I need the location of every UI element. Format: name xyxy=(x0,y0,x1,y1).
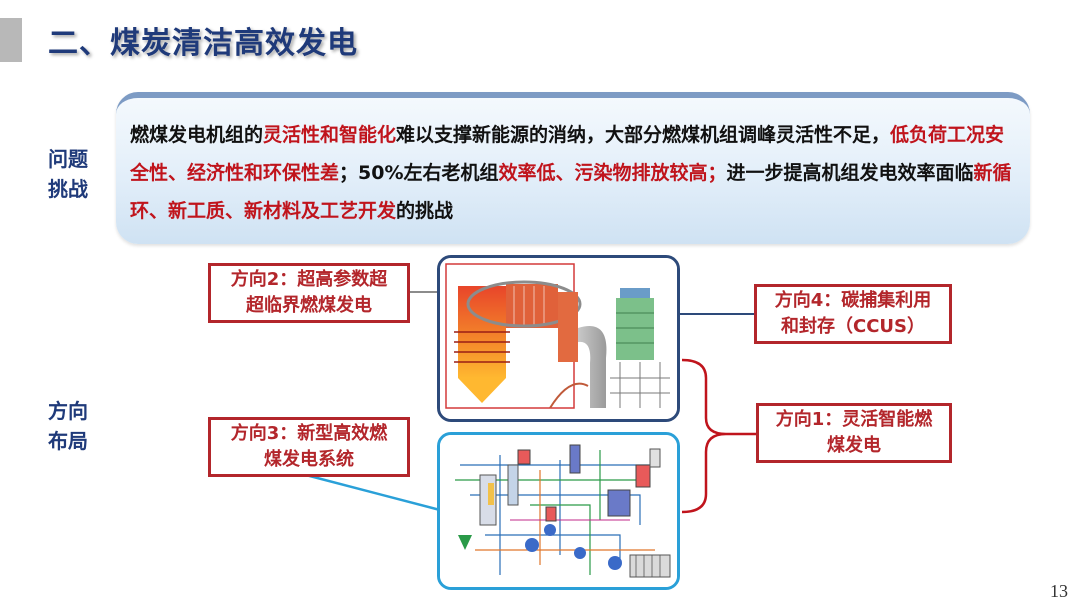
problem-box: 燃煤发电机组的灵活性和智能化难以支撑新能源的消纳，大部分燃煤机组调峰灵活性不足，… xyxy=(116,92,1030,244)
title-accent-bar xyxy=(0,18,22,62)
connector-d3 xyxy=(301,472,441,512)
problem-seg-8: 的挑战 xyxy=(396,200,454,222)
problem-seg-5: 效率低、污染物排放较高； xyxy=(498,162,727,184)
page-number: 13 xyxy=(1050,581,1068,601)
direction-3-line1: 方向3：新型高效燃 xyxy=(230,423,388,444)
direction-2-box: 方向2：超高参数超 超临界燃煤发电 xyxy=(208,263,410,323)
direction-3-box: 方向3：新型高效燃 煤发电系统 xyxy=(208,417,410,477)
problem-seg-6: 进一步提高机组发电效率面临 xyxy=(726,162,974,184)
direction-2-line1: 方向2：超高参数超 xyxy=(230,269,388,290)
problem-seg-3: 低负荷工况安全性、经济性和环保性差 xyxy=(130,124,1005,184)
boiler-diagram xyxy=(440,258,677,419)
boiler-diagram-frame xyxy=(437,255,680,422)
system-diagram-frame xyxy=(437,432,680,590)
direction-4-line1: 方向4：碳捕集利用 xyxy=(774,290,932,311)
connector-d1-bracket xyxy=(681,358,756,514)
problem-label-line2: 挑战 xyxy=(48,177,88,201)
direction-4-line2: 和封存（CCUS） xyxy=(781,316,925,337)
problem-seg-1: 灵活性和智能化 xyxy=(263,124,397,146)
system-diagram xyxy=(440,435,677,587)
problem-seg-4: ；50%左右老机组 xyxy=(339,162,499,184)
direction-1-line2: 煤发电 xyxy=(827,435,881,456)
layout-label: 方向 布局 xyxy=(48,396,108,456)
problem-seg-0: 燃煤发电机组的 xyxy=(130,124,264,146)
page-title: 二、煤炭清洁高效发电 xyxy=(48,26,358,61)
problem-text: 燃煤发电机组的灵活性和智能化难以支撑新能源的消纳，大部分燃煤机组调峰灵活性不足，… xyxy=(130,116,1020,230)
direction-2-line2: 超临界燃煤发电 xyxy=(246,295,372,316)
layout-label-line1: 方向 xyxy=(48,399,88,423)
direction-1-box: 方向1：灵活智能燃 煤发电 xyxy=(756,403,952,463)
direction-1-line1: 方向1：灵活智能燃 xyxy=(775,409,933,430)
problem-label: 问题 挑战 xyxy=(48,144,108,204)
layout-label-line2: 布局 xyxy=(48,429,88,453)
problem-seg-7: 新循环、新工质、新材料及工艺开发 xyxy=(130,162,1012,222)
problem-label-line1: 问题 xyxy=(48,147,88,171)
direction-3-line2: 煤发电系统 xyxy=(264,449,354,470)
direction-4-box: 方向4：碳捕集利用 和封存（CCUS） xyxy=(754,284,952,344)
problem-seg-2: 难以支撑新能源的消纳，大部分燃煤机组调峰灵活性不足， xyxy=(396,124,891,146)
